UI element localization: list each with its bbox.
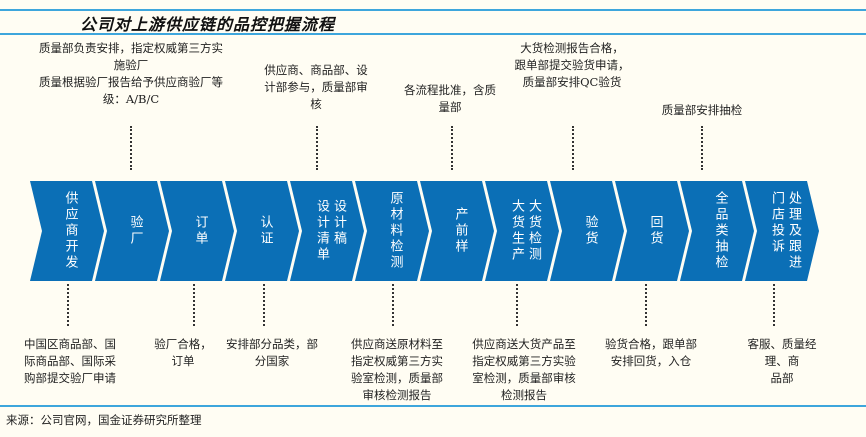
connector-dots [316, 126, 318, 170]
process-step-label: 供应商开发 [62, 181, 79, 281]
step-text: 大货检测 大货生产 [509, 199, 541, 263]
connector-dots [701, 126, 703, 170]
connector-dots [645, 284, 647, 326]
step-text: 订单 [192, 215, 208, 247]
process-step-chevron [225, 181, 299, 281]
bottom-note-certification: 安排部分品类，部 分国家 [226, 337, 318, 368]
step-text: 处理及跟进 门店投诉 [769, 191, 801, 271]
step-text: 验货 [582, 215, 598, 247]
process-step-chevron [550, 181, 624, 281]
connector-dots [130, 126, 132, 170]
process-step-label: 大货检测 大货生产 [508, 181, 542, 281]
bottom-note-return: 验货合格，跟单部 安排回货，入仓 [605, 337, 697, 368]
process-flow [30, 181, 819, 281]
title-rule-bottom [0, 33, 866, 35]
process-step-label: 处理及跟进 门店投诉 [768, 181, 802, 281]
process-step-chevron [420, 181, 494, 281]
step-text: 全品类抽检 [712, 191, 728, 271]
process-step-chevron [290, 181, 364, 281]
step-text: 产前样 [452, 207, 468, 255]
step-text: 设计稿 设计清单 [314, 199, 346, 263]
connector-dots [193, 284, 195, 326]
connector-dots [773, 284, 775, 326]
step-text: 原材料检测 [387, 191, 403, 271]
step-text: 供应商开发 [62, 191, 78, 271]
connector-dots [263, 284, 265, 326]
process-step-label: 认证 [257, 181, 274, 281]
bottom-note-complaints: 客服、质量经理、商 品部 [747, 337, 817, 385]
top-note-design: 供应商、商品部、设 计部参与，质量部审 核 [264, 63, 368, 111]
connector-dots [451, 126, 453, 170]
top-note-sampling: 质量部安排抽检 [661, 103, 743, 117]
top-note-factory-audit: 质量部负责安排，指定权威第三方实 施验厂 质量根据验厂报告给予供应商验厂等 级：… [39, 41, 223, 106]
step-text: 验厂 [127, 215, 143, 247]
process-step-label: 验货 [582, 181, 599, 281]
process-step-chevron [30, 181, 104, 281]
connector-dots [572, 126, 574, 170]
diagram-title: 公司对上游供应链的品控把握流程 [80, 15, 336, 34]
step-text: 认证 [257, 215, 273, 247]
process-step-label: 全品类抽检 [712, 181, 729, 281]
step-text: 回货 [647, 215, 663, 247]
top-note-preproduction: 各流程批准，含质 量部 [404, 83, 496, 114]
connector-dots [67, 284, 69, 326]
process-step-chevron [160, 181, 234, 281]
process-step-chevron [485, 181, 559, 281]
bottom-note-material-test: 供应商送原材料至 指定权威第三方实 验室检测，质量部 审核检测报告 [351, 337, 443, 402]
process-step-label: 设计稿 设计清单 [313, 181, 347, 281]
bottom-note-bulk-test: 供应商送大货产品至 指定权威第三方实验 室检测，质量部审核 检测报告 [472, 337, 576, 402]
process-step-label: 订单 [192, 181, 209, 281]
footer-rule [0, 405, 866, 407]
top-note-inspection: 大货检测报告合格， 跟单部提交验货申请， 质量部安排QC验货 [514, 41, 630, 89]
process-step-label: 回货 [647, 181, 664, 281]
process-step-chevron [355, 181, 429, 281]
process-step-label: 验厂 [127, 181, 144, 281]
process-step-chevron [95, 181, 169, 281]
process-step-label: 原材料检测 [387, 181, 404, 281]
process-step-chevron [615, 181, 689, 281]
process-step-chevron [680, 181, 754, 281]
title-rule-top [0, 9, 866, 11]
connector-dots [392, 284, 394, 326]
process-step-chevron [745, 181, 819, 281]
bottom-note-factory-application: 中国区商品部、国 际商品部、国际采 购部提交验厂申请 [24, 337, 116, 385]
source-note: 来源：公司官网，国金证券研究所整理 [6, 413, 202, 427]
bottom-note-order: 验厂合格， 订单 [154, 337, 212, 368]
connector-dots [516, 284, 518, 326]
process-step-label: 产前样 [452, 181, 469, 281]
